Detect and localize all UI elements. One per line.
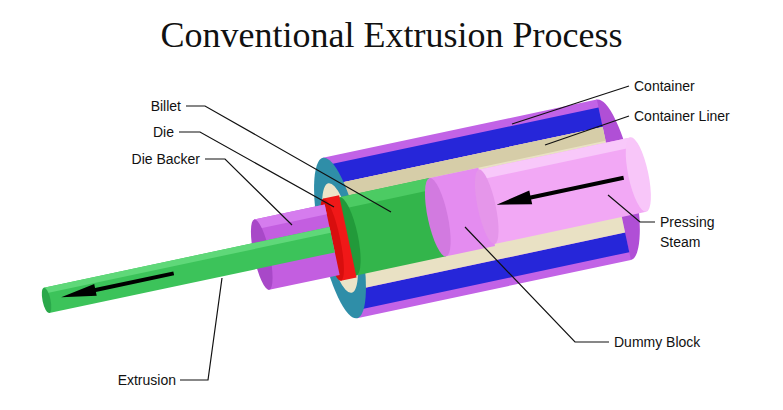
part-label: Die Backer	[132, 150, 200, 168]
part-label: Die	[153, 123, 174, 141]
container-shape	[303, 95, 650, 322]
pressing-stem-shape	[470, 135, 656, 246]
diagram-title: Conventional Extrusion Process	[0, 14, 783, 56]
part-label: Container Liner	[634, 107, 730, 125]
part-label: Container	[634, 77, 695, 95]
extrusion-shape	[40, 227, 335, 314]
part-label: Pressing Steam	[660, 212, 732, 252]
leader-lines	[179, 86, 655, 380]
part-label: Extrusion	[118, 371, 176, 389]
part-label: Dummy Block	[614, 333, 700, 351]
part-label: Billet	[151, 97, 181, 115]
